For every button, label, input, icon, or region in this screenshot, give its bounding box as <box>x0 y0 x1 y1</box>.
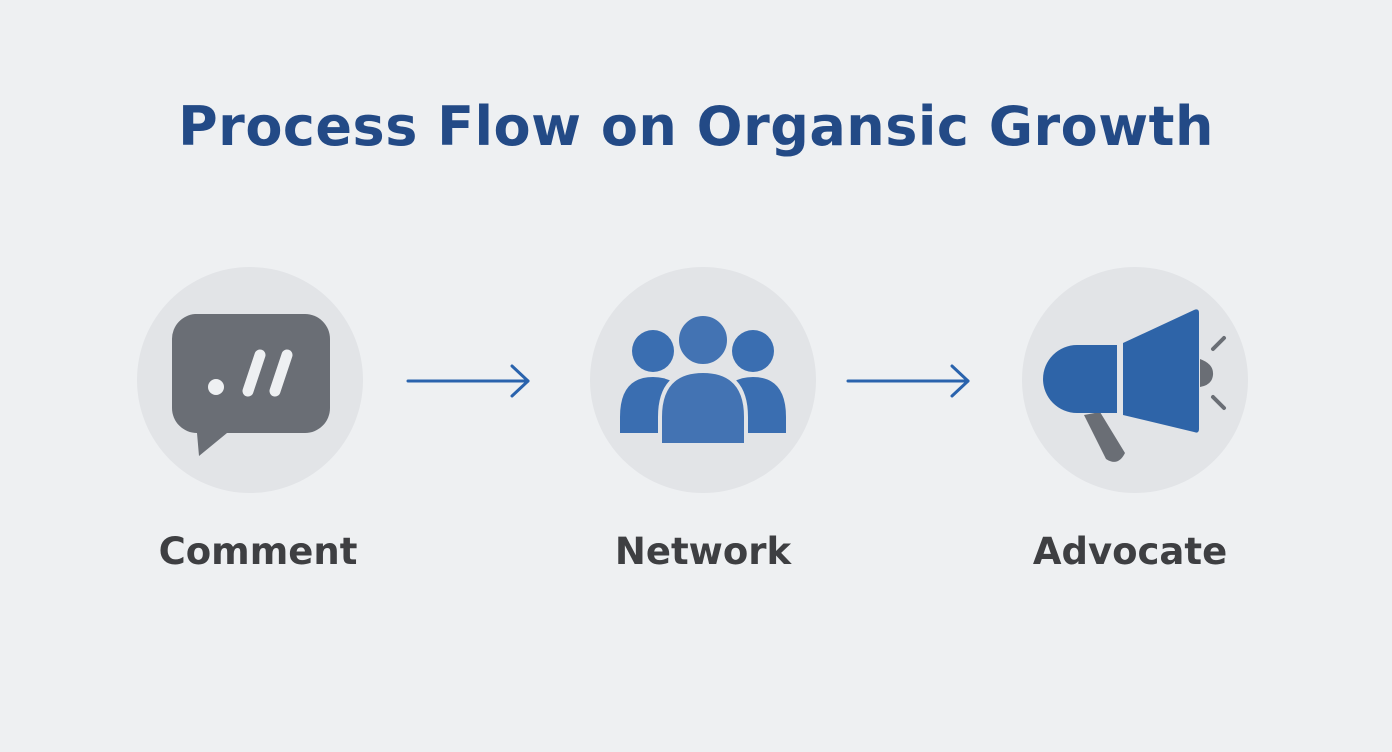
step-label-comment: Comment <box>158 530 358 573</box>
step-label-network: Network <box>614 530 792 573</box>
flow-arrow-1 <box>406 364 530 398</box>
step-label-advocate: Advocate <box>1032 530 1228 573</box>
step-advocate-circle <box>1022 267 1248 493</box>
megaphone-icon <box>1043 309 1226 462</box>
diagram-title: Process Flow on Organsic Growth <box>178 95 1214 158</box>
flow-arrow-2 <box>846 364 970 398</box>
speech-bubble-icon <box>171 314 330 456</box>
people-group-icon <box>620 312 786 447</box>
step-comment-circle <box>137 267 363 493</box>
step-network-circle <box>590 267 816 493</box>
